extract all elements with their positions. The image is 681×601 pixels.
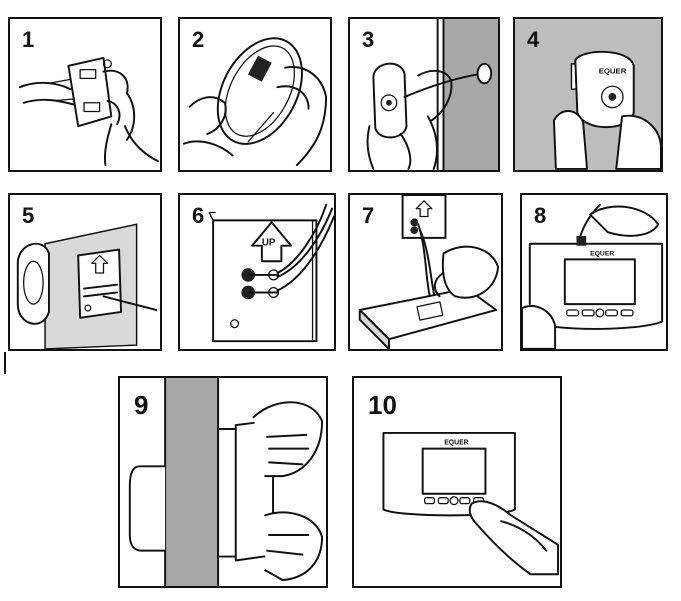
illustration-connect-cable-to-monitor — [358, 195, 500, 349]
step-number: 9 — [134, 390, 149, 420]
step-panel-3: 3 — [348, 17, 500, 172]
step-panel-1: 1 — [8, 17, 162, 172]
step-number: 2 — [192, 27, 205, 52]
step-number: 4 — [527, 27, 540, 52]
illustration-remove-backing — [18, 57, 160, 167]
illustration-close-cover-on-monitor — [128, 378, 324, 586]
step-number: 5 — [22, 203, 35, 228]
brand-mark: EQUER — [444, 440, 468, 447]
illustration-thread-cable-through-door — [366, 19, 498, 170]
step-panel-8: 8 EQUER — [520, 193, 668, 351]
step-panel-7: 7 — [348, 193, 503, 351]
step-panel-9: 9 — [118, 376, 328, 588]
illustration-screw-cables-plate: UP — [208, 203, 334, 343]
step-panel-2: 2 — [178, 17, 332, 172]
illustration-attach-adhesive — [182, 37, 328, 167]
up-arrow-label: UP — [262, 238, 276, 249]
step-number: 6 — [192, 203, 205, 228]
step-panel-10: 10 EQUER — [352, 376, 562, 588]
brand-mark: EQUER — [599, 67, 627, 76]
illustration-mounting-plate-on-door — [16, 223, 158, 349]
illustration-plug-connector-monitor: EQUER — [522, 203, 664, 349]
brand-mark: EQUER — [590, 250, 614, 257]
step-number: 1 — [22, 27, 35, 52]
illustration-press-viewer-to-door: EQUER — [515, 19, 661, 170]
margin-mark — [4, 352, 6, 374]
step-number: 7 — [362, 203, 375, 228]
step-number: 3 — [362, 27, 375, 52]
illustration-press-power-button: EQUER — [382, 431, 560, 576]
step-number: 8 — [534, 203, 547, 228]
step-panel-5: 5 — [8, 193, 162, 351]
step-panel-6: 6 UP — [178, 193, 336, 351]
step-number: 10 — [368, 390, 397, 420]
step-panel-4: 4 EQUER — [513, 17, 663, 172]
